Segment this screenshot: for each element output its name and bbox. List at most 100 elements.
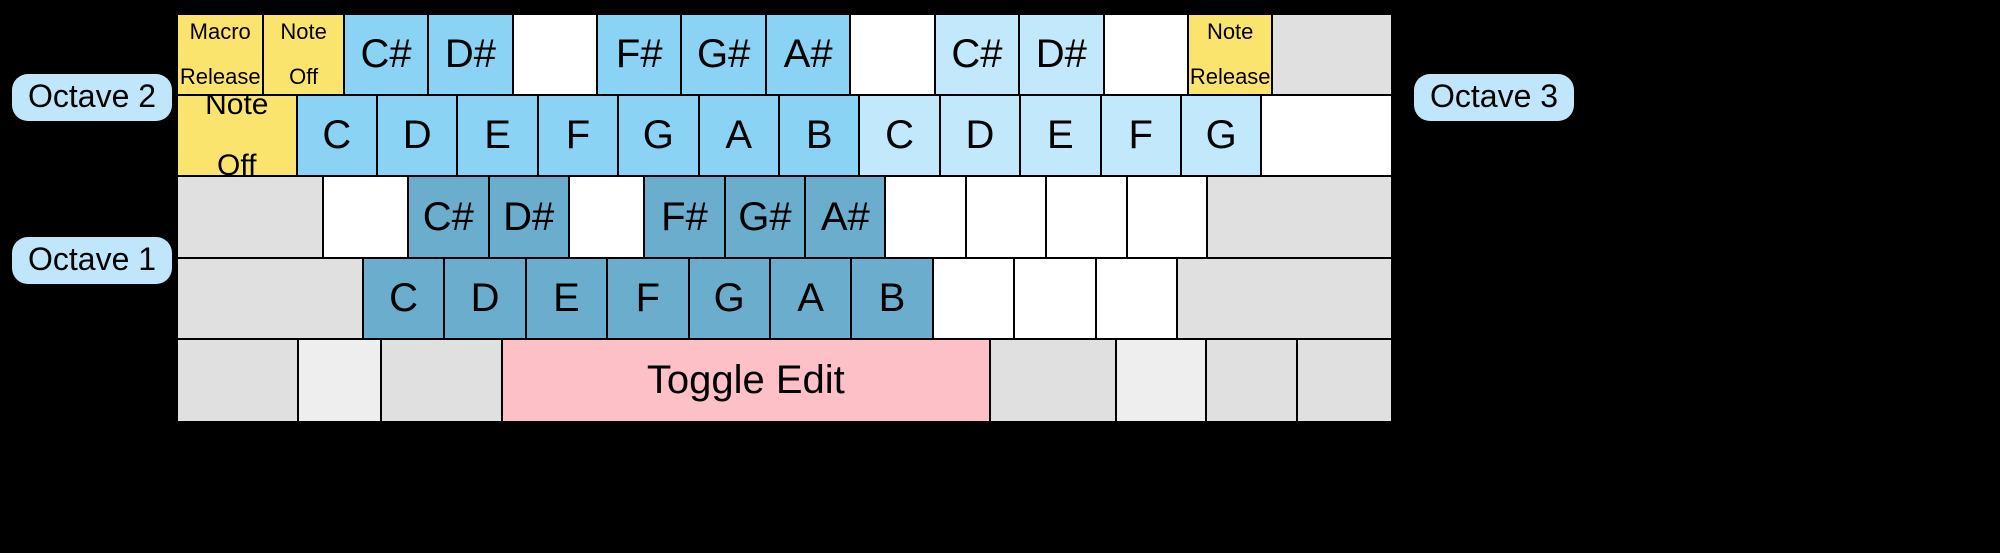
key-blank-r4-0 — [178, 258, 364, 340]
key-blank-r3-9 — [966, 177, 1048, 259]
octave-1-label: Octave 1 — [12, 237, 173, 284]
key-label: F# — [661, 194, 708, 239]
key-d[interactable]: D — [377, 96, 459, 178]
key-label: C# — [360, 32, 412, 77]
key-d-sharp[interactable]: D# — [1020, 15, 1105, 97]
key-label: D — [470, 275, 500, 320]
octave-2-label: Octave 2 — [12, 74, 173, 121]
key-a-sharp[interactable]: A# — [766, 15, 852, 97]
key-label: B — [805, 113, 833, 158]
key-label: D — [965, 113, 995, 158]
key-label: E — [1047, 113, 1074, 158]
key-label: G — [1205, 113, 1237, 158]
key-blank-r1-11 — [1104, 15, 1189, 97]
key-blank-r5-0 — [178, 339, 299, 421]
key-g-sharp[interactable]: G# — [725, 177, 807, 259]
key-d-sharp[interactable]: D# — [489, 177, 570, 259]
key-blank-r4-11 — [1177, 258, 1393, 340]
key-label: C# — [422, 194, 474, 239]
key-label: C# — [951, 32, 1003, 77]
key-blank-r3-0 — [178, 177, 324, 259]
key-a[interactable]: A — [770, 258, 853, 340]
key-label: G — [713, 275, 745, 320]
key-blank-r5-1 — [298, 339, 382, 421]
key-c-sharp[interactable]: C# — [409, 177, 490, 259]
key-g[interactable]: G — [1181, 96, 1263, 178]
key-label-line2: Off — [289, 63, 319, 89]
key-label: A — [797, 275, 824, 320]
key-blank-r4-9 — [1015, 258, 1097, 340]
key-a[interactable]: A — [699, 96, 780, 178]
key-blank-r5-7 — [1297, 339, 1393, 421]
key-blank-r5-6 — [1207, 339, 1298, 421]
key-b[interactable]: B — [852, 258, 934, 340]
key-label-line2: Release — [179, 63, 261, 89]
key-blank-r2-13 — [1262, 96, 1393, 178]
key-g-sharp[interactable]: G# — [682, 15, 767, 97]
key-d-sharp[interactable]: D# — [429, 15, 514, 97]
key-c-sharp[interactable]: C# — [344, 15, 430, 97]
key-label: A# — [820, 194, 870, 239]
key-label: G# — [738, 194, 792, 239]
octave-3-label: Octave 3 — [1414, 74, 1575, 121]
key-label: D# — [503, 194, 555, 239]
key-f[interactable]: F — [1101, 96, 1182, 178]
key-label: D# — [444, 32, 496, 77]
key-label-line2: Release — [1189, 63, 1271, 89]
key-label: C — [322, 113, 352, 158]
key-c-sharp[interactable]: C# — [935, 15, 1021, 97]
key-blank-r4-8 — [933, 258, 1016, 340]
key-g[interactable]: G — [689, 258, 771, 340]
key-blank-r3-10 — [1047, 177, 1128, 259]
key-label: Macro — [189, 18, 251, 44]
key-blank-r5-5 — [1116, 339, 1208, 421]
key-label: D# — [1035, 32, 1087, 77]
key-blank-r3-8 — [886, 177, 967, 259]
key-label: F — [565, 113, 591, 158]
key-d[interactable]: D — [445, 258, 527, 340]
key-toggle-edit[interactable]: Toggle Edit — [502, 339, 991, 421]
key-blank-r1-8 — [851, 15, 936, 97]
key-g[interactable]: G — [619, 96, 700, 178]
key-blank-r5-2 — [382, 339, 503, 421]
key-blank-r3-11 — [1127, 177, 1209, 259]
key-blank-r4-10 — [1096, 258, 1178, 340]
key-c[interactable]: C — [297, 96, 378, 178]
key-f[interactable]: F — [538, 96, 620, 178]
key-label: A# — [783, 32, 833, 77]
key-a-sharp[interactable]: A# — [806, 177, 887, 259]
key-c[interactable]: C — [363, 258, 446, 340]
key-label: F# — [615, 32, 663, 77]
key-c[interactable]: C — [860, 96, 941, 178]
key-e[interactable]: E — [526, 258, 609, 340]
key-f[interactable]: F — [608, 258, 690, 340]
key-label: Note — [1206, 18, 1254, 44]
key-label: Note — [205, 96, 269, 121]
key-label: F — [1128, 113, 1153, 158]
key-label: G — [642, 113, 674, 158]
row-5-bottom-modifiers: Toggle Edit — [178, 339, 1393, 421]
key-label: G# — [697, 32, 751, 77]
row-3-black-keys-octave1: C# D# F# G# A# — [178, 177, 1393, 259]
key-label: Note — [280, 18, 327, 44]
key-label: E — [484, 113, 511, 158]
key-blank-r3-4 — [569, 177, 646, 259]
key-f-sharp[interactable]: F# — [598, 15, 683, 97]
key-e[interactable]: E — [458, 96, 539, 178]
key-blank-r5-4 — [991, 339, 1117, 421]
key-b[interactable]: B — [779, 96, 861, 178]
key-blank-r3-1 — [323, 177, 410, 259]
key-label-line2: Off — [217, 149, 257, 178]
key-d[interactable]: D — [940, 96, 1022, 178]
key-f-sharp[interactable]: F# — [645, 177, 726, 259]
key-label: E — [553, 275, 580, 320]
key-label: B — [878, 275, 906, 320]
key-e[interactable]: E — [1021, 96, 1102, 178]
